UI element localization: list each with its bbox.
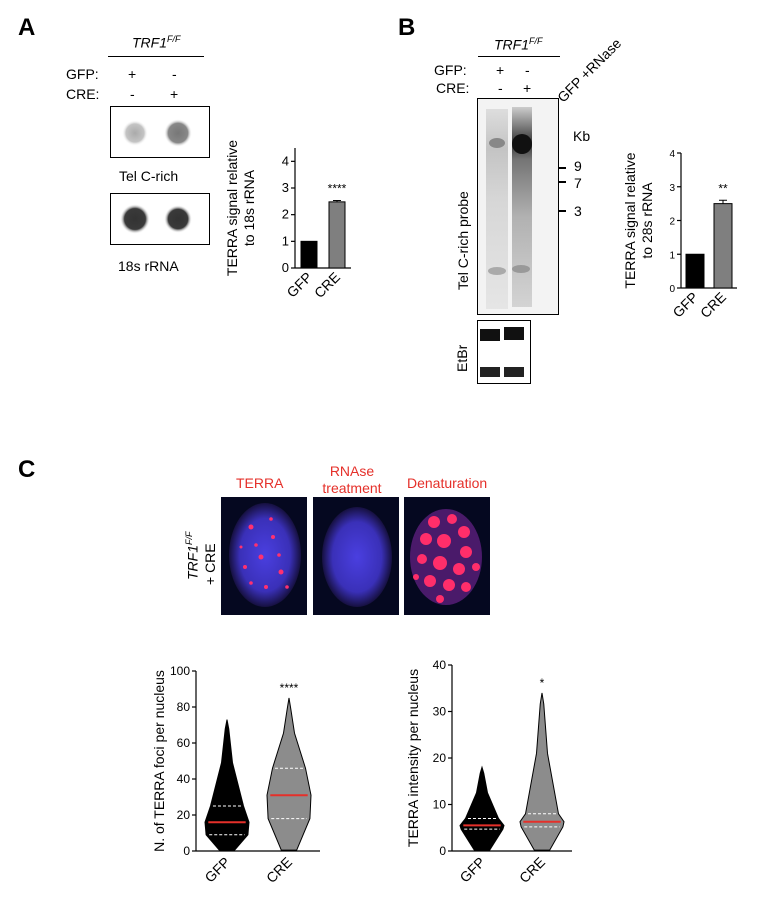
image-title-rnase: RNAse treatment — [322, 463, 382, 496]
chart-d-violin-gfp — [459, 765, 505, 851]
image-title-denaturation: Denaturation — [407, 475, 488, 491]
chart-d-ytick-label-1: 10 — [433, 798, 447, 812]
panel-b-gfp-label: GFP: — [434, 62, 467, 78]
micrograph-rnase-image — [322, 507, 392, 607]
chart-d-xtick-label-gfp: GFP — [456, 854, 488, 886]
dot-blot-tel — [110, 106, 210, 158]
chart-a-ytick-label-2: 2 — [282, 207, 289, 222]
chart-b-ytick-label-0: 0 — [669, 284, 675, 295]
panel-b-cre-mark-1: - — [498, 80, 503, 96]
panel-b-letter: B — [398, 14, 416, 41]
chart-b-ylabel-line-1: TERRA signal relative — [622, 152, 638, 288]
marker-7: 7 — [574, 175, 582, 191]
panel-b-lane3-label: GFP +RNase — [554, 35, 625, 106]
chart-c-xtick-label-cre: CRE — [263, 854, 295, 886]
chart-c-ytick-label-0: 0 — [183, 844, 190, 858]
panel-b-genotype-line — [478, 56, 560, 57]
panel-b-gfp-mark-2: - — [525, 62, 530, 78]
chart-c-violin-cre — [266, 697, 312, 851]
chart-a-ylabel-line-2: to 18s rRNA — [241, 169, 257, 246]
panel-a-cre-label: CRE: — [66, 86, 100, 102]
kb-label: Kb — [573, 128, 591, 144]
chart-c-significance: **** — [280, 681, 299, 695]
chart-a-xtick-label-cre: CRE — [311, 269, 343, 301]
marker-3-tick — [558, 210, 566, 212]
chart-a-ylabel-line-1: TERRA signal relative — [224, 140, 240, 276]
chart-d-ytick-label-2: 20 — [433, 751, 447, 765]
dot-blot-18s-label: 18s rRNA — [118, 258, 179, 274]
panel-a-genotype-line — [108, 56, 204, 57]
etbr-blot-image — [480, 327, 524, 377]
chart-d-ytick-label-3: 30 — [433, 705, 447, 719]
chart-c-ytick-label-5: 100 — [170, 664, 190, 678]
chart-a-ytick-label-3: 3 — [282, 180, 289, 195]
panel-b-gfp-mark-1: + — [496, 62, 505, 78]
panel-b-cre-mark-2: + — [523, 80, 532, 96]
northern-blot-image — [486, 107, 532, 309]
chart-c-ytick-label-2: 40 — [177, 772, 191, 786]
chart-d-ylabel: TERRA intensity per nucleus — [405, 669, 421, 847]
chart-b-ytick-label-4: 4 — [669, 149, 675, 160]
chart-a-bar-gfp — [300, 240, 318, 269]
chart-d-significance: * — [540, 676, 545, 690]
panel-a-gfp-mark-1: + — [128, 66, 137, 82]
panel-c-genotype: TRF1F/F — [184, 531, 201, 581]
panel-c-genotype-cre: + CRE — [202, 543, 218, 585]
panel-a-genotype: TRF1F/F — [132, 34, 181, 51]
chart-a-bar-cre — [328, 201, 346, 269]
panel-a-letter: A — [18, 14, 36, 41]
etbr-label: EtBr — [454, 344, 470, 372]
micrograph-rnase — [313, 497, 399, 615]
micrograph-denaturation — [404, 497, 490, 615]
marker-9-tick — [558, 167, 566, 169]
marker-7-tick — [558, 181, 566, 183]
micrograph-terra-image — [229, 503, 301, 607]
etbr-blot — [477, 320, 531, 384]
chart-c-ylabel: N. of TERRA foci per nucleus — [151, 670, 167, 852]
panel-a-gfp-mark-2: - — [172, 66, 177, 82]
chart-a-significance: **** — [328, 182, 347, 196]
chart-b-significance: ** — [718, 181, 728, 195]
chart-c-ytick-label-1: 20 — [177, 808, 191, 822]
dot-blot-tel-image — [122, 119, 192, 147]
chart-b-ytick-label-1: 1 — [669, 250, 675, 261]
chart-d-xtick-label-cre: CRE — [516, 854, 548, 886]
panel-a-cre-mark-2: + — [170, 86, 179, 102]
chart-d-ytick-label-4: 40 — [433, 658, 447, 672]
probe-label: Tel C-rich probe — [455, 191, 471, 290]
chart-b-ytick-label-2: 2 — [669, 217, 675, 228]
chart-b-xtick-label-cre: CRE — [697, 289, 729, 321]
dot-blot-tel-label: Tel C-rich — [119, 168, 179, 184]
micrograph-denaturation-image — [410, 509, 482, 605]
chart-c-ytick-label-3: 60 — [177, 736, 191, 750]
micrograph-terra — [221, 497, 307, 615]
panel-a-cre-mark-1: - — [130, 86, 135, 102]
chart-a-ytick-label-1: 1 — [282, 233, 289, 248]
chart-a-ytick-label-0: 0 — [282, 260, 289, 275]
chart-b-ylabel-line-2: to 28s rRNA — [639, 182, 655, 259]
chart-c-ytick-label-4: 80 — [177, 700, 191, 714]
panel-a-gfp-label: GFP: — [66, 66, 99, 82]
chart-b-bar-cre — [713, 203, 733, 289]
chart-c-xtick-label-gfp: GFP — [201, 854, 233, 886]
chart-a-ytick-label-4: 4 — [282, 153, 289, 168]
dot-blot-18s-image — [120, 204, 192, 234]
chart-d-ytick-label-0: 0 — [439, 844, 446, 858]
panel-c-letter: C — [18, 456, 36, 483]
marker-3: 3 — [574, 203, 582, 219]
chart-d-violin-cre — [519, 692, 565, 851]
marker-9: 9 — [574, 158, 582, 174]
image-title-terra: TERRA — [236, 475, 284, 491]
panel-b-genotype: TRF1F/F — [494, 36, 543, 53]
chart-b-bar-gfp — [685, 253, 705, 289]
chart-b-ytick-label-3: 3 — [669, 183, 675, 194]
chart-c-violin-gfp — [204, 719, 250, 851]
dot-blot-18s — [110, 193, 210, 245]
northern-blot — [477, 98, 559, 315]
panel-b-cre-label: CRE: — [436, 80, 470, 96]
